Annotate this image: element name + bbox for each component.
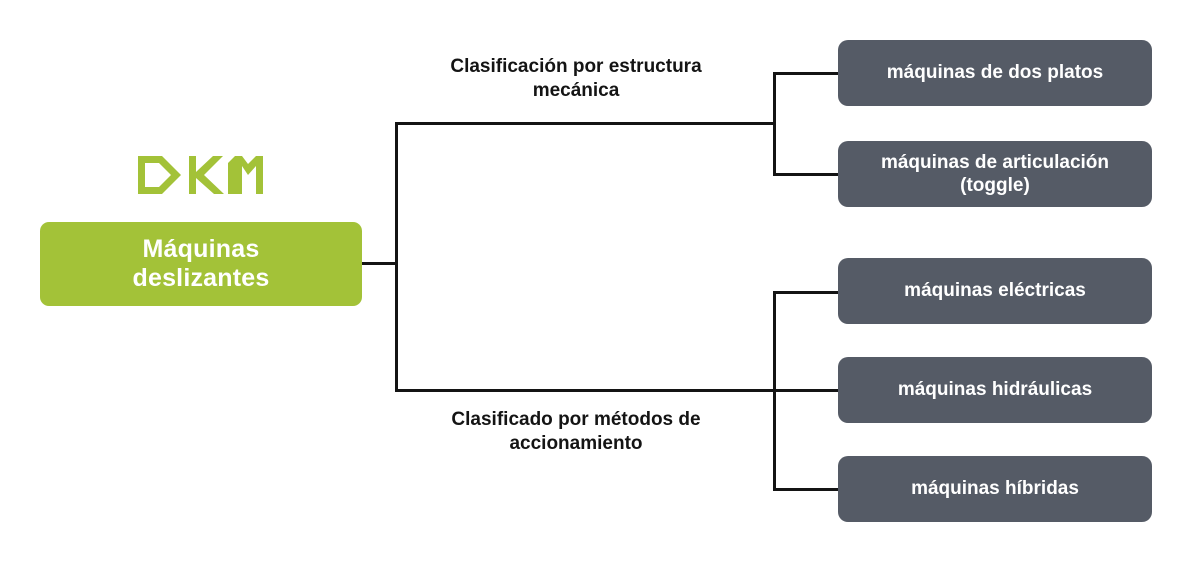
leaf-node-toggle[interactable]: máquinas de articulación (toggle) <box>838 141 1152 207</box>
leaf-node-label: máquinas de articulación (toggle) <box>880 151 1110 196</box>
connector-structure-leaf-1 <box>773 72 841 75</box>
leaf-node-label: máquinas hidráulicas <box>897 379 1093 401</box>
leaf-node-two-platen[interactable]: máquinas de dos platos <box>838 40 1152 106</box>
leaf-node-label: máquinas eléctricas <box>904 280 1086 302</box>
branch-label-structure: Clasificación por estructura mecánica <box>450 56 702 101</box>
logo-letter-m <box>228 156 263 194</box>
connector-main-spine <box>395 122 398 392</box>
leaf-node-label: máquinas híbridas <box>911 478 1079 500</box>
root-node-label: Máquinas deslizantes <box>132 234 270 293</box>
connector-drive-leaf-2 <box>773 389 841 392</box>
connector-structure-leaf-2 <box>773 173 841 176</box>
leaf-node-label: máquinas de dos platos <box>886 62 1104 84</box>
connector-drive-leaf-1 <box>773 291 841 294</box>
connector-structure-spine <box>773 72 776 176</box>
logo-letter-k <box>189 156 224 194</box>
connector-root-stub <box>362 262 398 265</box>
leaf-node-hybrid[interactable]: máquinas híbridas <box>838 456 1152 522</box>
branch-label-drive: Clasificado por métodos de accionamiento <box>451 409 701 454</box>
root-node-sliding-machines[interactable]: Máquinas deslizantes <box>40 222 362 306</box>
leaf-node-hydraulic[interactable]: máquinas hidráulicas <box>838 357 1152 423</box>
logo-letter-d <box>138 156 181 194</box>
connector-drive-leaf-3 <box>773 488 841 491</box>
connector-branch-structure <box>395 122 775 125</box>
connector-branch-drive <box>395 389 775 392</box>
dkm-logo <box>136 150 266 202</box>
dkm-logo-svg <box>138 156 263 194</box>
leaf-node-electric[interactable]: máquinas eléctricas <box>838 258 1152 324</box>
